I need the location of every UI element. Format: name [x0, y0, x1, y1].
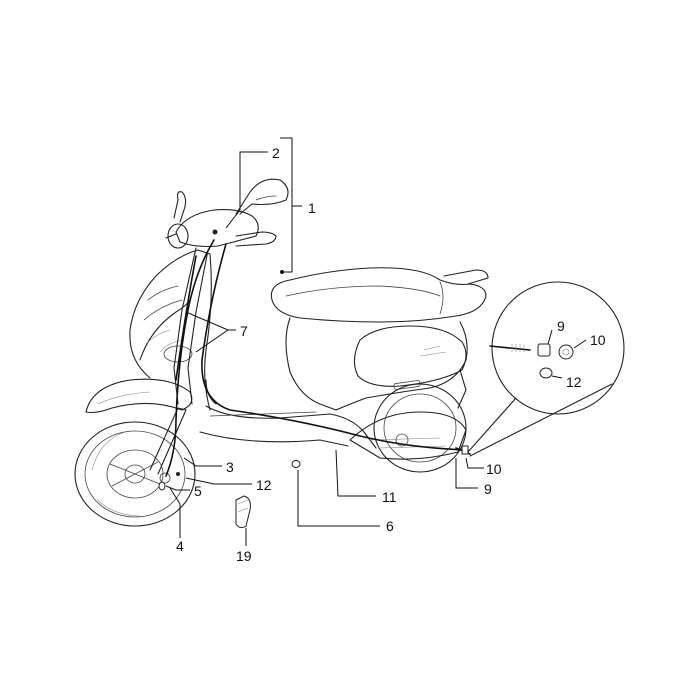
- callout-7: 7: [240, 323, 248, 339]
- front-fork: [149, 407, 187, 484]
- callout-3: 3: [226, 459, 234, 475]
- rear-wheel: [349, 369, 467, 473]
- steering-column: [173, 247, 209, 405]
- callout-12-left: 12: [256, 477, 272, 493]
- seat: [270, 267, 489, 323]
- front-wheel: [74, 421, 196, 527]
- cables: [165, 239, 469, 477]
- front-body: [129, 249, 212, 411]
- group-bracket-1: [280, 137, 302, 274]
- callout-9-inset: 9: [557, 318, 565, 334]
- floorboard: [199, 379, 377, 449]
- callout-5: 5: [194, 483, 202, 499]
- callout-12-inset: 12: [566, 374, 582, 390]
- callout-19: 19: [236, 548, 252, 564]
- callout-1: 1: [308, 200, 316, 216]
- detail-inset: [455, 281, 625, 457]
- callout-2: 2: [272, 145, 280, 161]
- front-fender: [85, 378, 193, 414]
- rear-body: [285, 317, 468, 411]
- leader-lines: [165, 151, 587, 546]
- callout-9-bottom: 9: [484, 481, 492, 497]
- callout-6: 6: [386, 518, 394, 534]
- small-parts: [158, 460, 301, 529]
- callout-11: 11: [382, 489, 397, 505]
- callout-10-inset: 10: [590, 332, 606, 348]
- callout-10-bottom: 10: [486, 461, 502, 477]
- callout-4: 4: [176, 538, 184, 554]
- callout-labels: 1 2 3 4 5 6 7 9 9 10 10 11 12 12 19: [176, 145, 606, 564]
- handlebar-assembly: [165, 178, 289, 249]
